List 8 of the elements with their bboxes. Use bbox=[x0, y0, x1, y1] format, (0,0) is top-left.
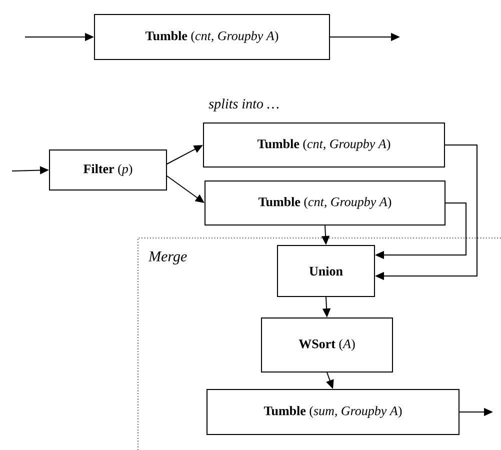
process-box: WSort (A) bbox=[261, 318, 393, 372]
process-box: Tumble (cnt, Groupby A) bbox=[94, 14, 330, 60]
process-box: Tumble (cnt, Groupby A) bbox=[203, 122, 445, 168]
process-box: Tumble (cnt, Groupby A) bbox=[204, 180, 446, 226]
note-text: splits into … bbox=[208, 98, 278, 112]
process-box: Filter (p) bbox=[49, 150, 167, 190]
process-box: Union bbox=[277, 245, 375, 297]
process-box: Tumble (sum, Groupby A) bbox=[206, 389, 460, 435]
